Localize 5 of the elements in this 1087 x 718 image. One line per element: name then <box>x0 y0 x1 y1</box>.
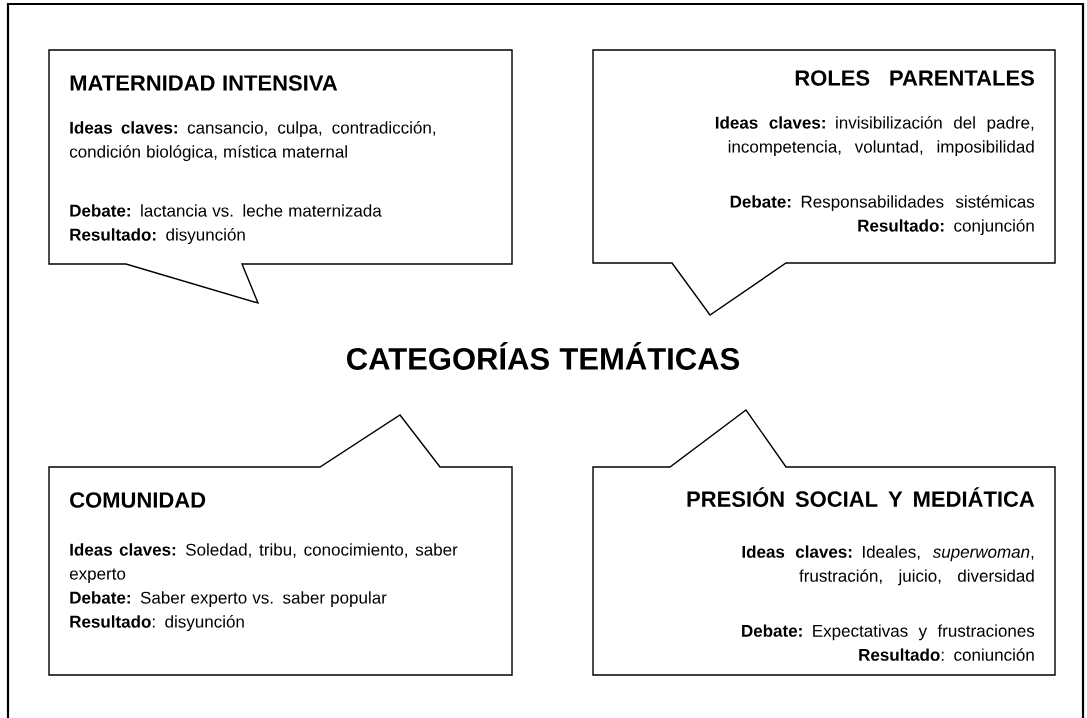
speech-bubble: COMUNIDAD Ideas claves: Soledad, tribu, conocimiento, saber experto Debate: Saber experto vs. saber popular Resultado: disyunción <box>48 414 513 676</box>
speech-bubble: MATERNIDAD INTENSIVA Ideas claves: cansancio, culpa, contradicción, condición biológica, mística maternal Debate: lactancia vs. leche maternizada Resultado: disyunción <box>48 49 513 305</box>
title: CATEGORÍAS TEMÁTICAS <box>347 342 739 370</box>
speech-bubble: ROLES PARENTALES Ideas claves: invisibilización del padre, incompetencia, voluntad, imposibilidad Debate: Responsabilidades sistémicas Resultado: conjunción <box>592 49 1056 316</box>
speech-bubble: PRESIÓN SOCIAL Y MEDIÁTICA Ideas claves: Ideales, superwoman, frustración, juicio, diversidad Debate: Expectativas y frustraciones Resultado: coniunción <box>592 409 1056 676</box>
